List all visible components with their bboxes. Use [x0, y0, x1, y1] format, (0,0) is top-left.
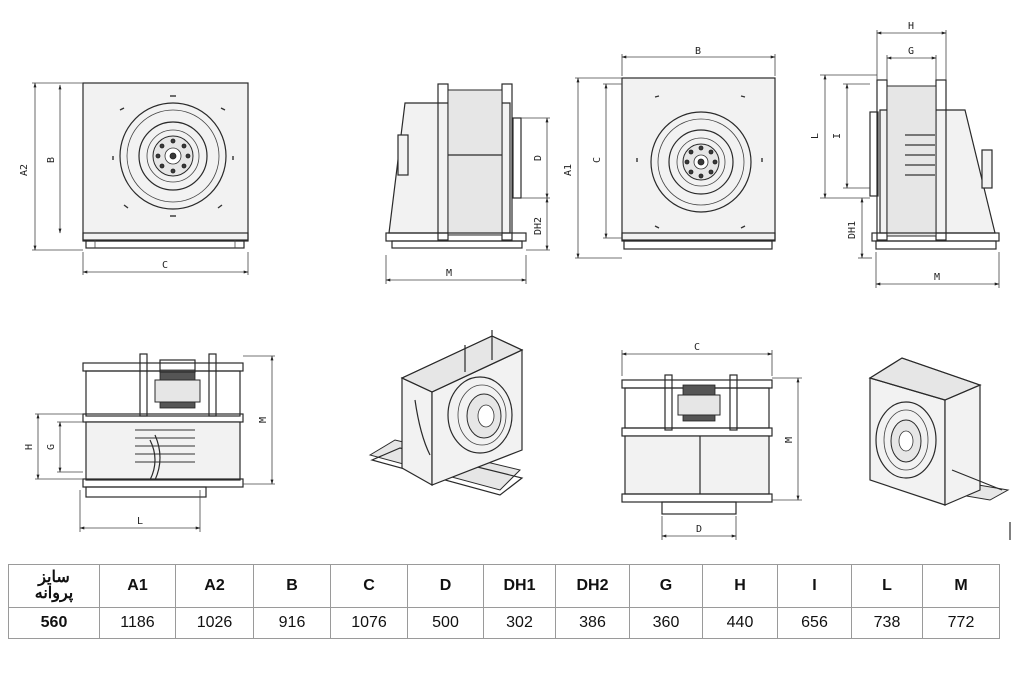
dim-label-h: H [908, 21, 914, 32]
value-dh2: 386 [555, 607, 630, 639]
value-a2: 1026 [175, 607, 254, 639]
side-view-outlet: D DH2 M [385, 83, 550, 284]
isometric-view-2 [868, 357, 1011, 540]
value-b: 916 [253, 607, 331, 639]
top-view-right: C M D [621, 342, 802, 540]
dim-label-g-2: G [46, 444, 57, 450]
value-c: 1076 [330, 607, 408, 639]
value-dh1: 302 [483, 607, 556, 639]
table-corner-cell: سایز پروانه [8, 564, 100, 608]
front-view-right: A1 C B [563, 46, 776, 259]
dim-label-m: M [446, 268, 452, 279]
header-h: H [702, 564, 778, 608]
header-b: B [253, 564, 331, 608]
dim-label-dh2: DH2 [533, 217, 544, 235]
value-d: 500 [407, 607, 484, 639]
dim-label-c: C [162, 260, 168, 271]
dim-label-h-2: H [24, 444, 35, 450]
header-l: L [851, 564, 923, 608]
technical-drawing: A2 B C D DH2 M [19, 21, 1011, 540]
dim-label-c-2: C [592, 157, 603, 163]
dim-label-m-3: M [258, 417, 269, 423]
header-dh1: DH1 [483, 564, 556, 608]
header-dh2: DH2 [555, 564, 630, 608]
header-m: M [922, 564, 1000, 608]
dim-label-g: G [908, 46, 914, 57]
dim-label-i: I [832, 133, 843, 139]
table-header-row: سایز پروانه A1 A2 B C D DH1 DH2 G H I L … [8, 564, 1000, 608]
value-g: 360 [629, 607, 703, 639]
dim-label-a2: A2 [19, 164, 30, 176]
corner-label-line1: سایز [38, 569, 70, 586]
dim-label-m-2: M [934, 272, 940, 283]
dim-label-dh1: DH1 [847, 221, 858, 239]
dim-label-a1: A1 [563, 164, 574, 176]
header-a1: A1 [99, 564, 176, 608]
table-row: 560 1186 1026 916 1076 500 302 386 360 4… [8, 607, 1000, 639]
dim-label-b-2: B [695, 46, 701, 57]
header-g: G [629, 564, 703, 608]
value-i: 656 [777, 607, 852, 639]
corner-label-line2: پروانه [34, 585, 74, 602]
value-l: 738 [851, 607, 923, 639]
dim-label-m-4: M [784, 437, 795, 443]
value-m: 772 [922, 607, 1000, 639]
dim-label-d-2: D [696, 524, 702, 535]
dim-label-b: B [46, 157, 57, 163]
side-view-right: H G L I DH1 M [810, 21, 1000, 288]
header-d: D [407, 564, 484, 608]
dimension-table: سایز پروانه A1 A2 B C D DH1 DH2 G H I L … [8, 564, 1000, 639]
header-i: I [777, 564, 852, 608]
header-a2: A2 [175, 564, 254, 608]
value-a1: 1186 [99, 607, 176, 639]
dim-label-l-2: L [137, 516, 143, 527]
dim-label-l: L [810, 133, 821, 139]
top-view-left: M H G L [24, 353, 275, 532]
front-view-left: A2 B C [19, 82, 249, 275]
header-c: C [330, 564, 408, 608]
dim-label-d: D [533, 155, 544, 161]
value-h: 440 [702, 607, 778, 639]
isometric-view-1 [368, 330, 524, 496]
size-cell: 560 [8, 607, 100, 639]
dim-label-c-3: C [694, 342, 700, 353]
